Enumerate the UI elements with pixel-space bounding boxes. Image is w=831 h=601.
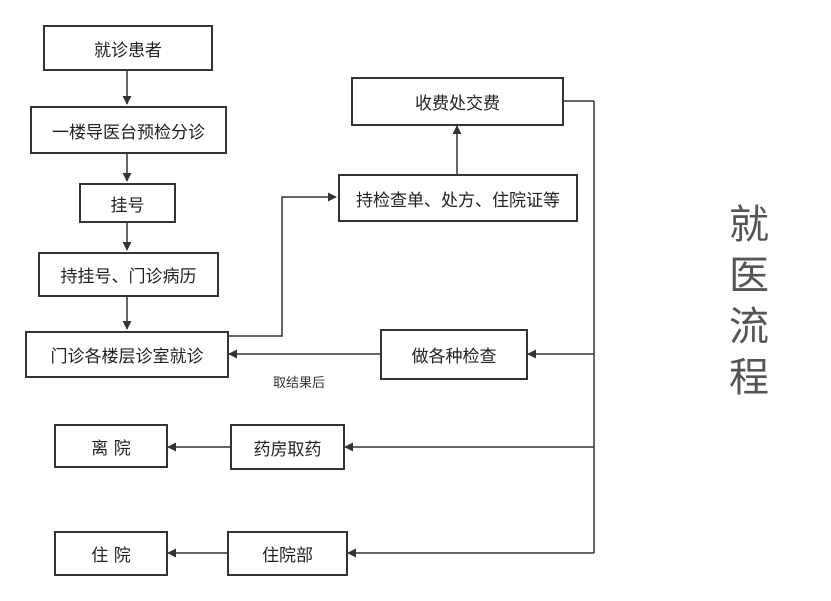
node-outpatient: 门诊各楼层诊室就诊 (25, 331, 229, 378)
node-register: 挂号 (79, 183, 176, 223)
node-pharmacy: 药房取药 (230, 424, 345, 470)
node-with-record: 持挂号、门诊病历 (38, 252, 219, 297)
node-hospitalize: 住 院 (54, 531, 168, 576)
node-inpatient-dept: 住院部 (227, 531, 348, 576)
node-leave: 离 院 (54, 424, 168, 468)
node-with-forms: 持检查单、处方、住院证等 (338, 174, 578, 222)
node-patient: 就诊患者 (43, 25, 213, 71)
arrow-outpatient-to-forms (229, 192, 337, 337)
node-exams: 做各种检查 (380, 329, 528, 380)
node-triage: 一楼导医台预检分诊 (30, 106, 227, 154)
edge-label-results: 取结果后 (273, 376, 326, 391)
page-title: 就医流程 (729, 202, 769, 401)
node-pay: 收费处交费 (351, 77, 564, 126)
